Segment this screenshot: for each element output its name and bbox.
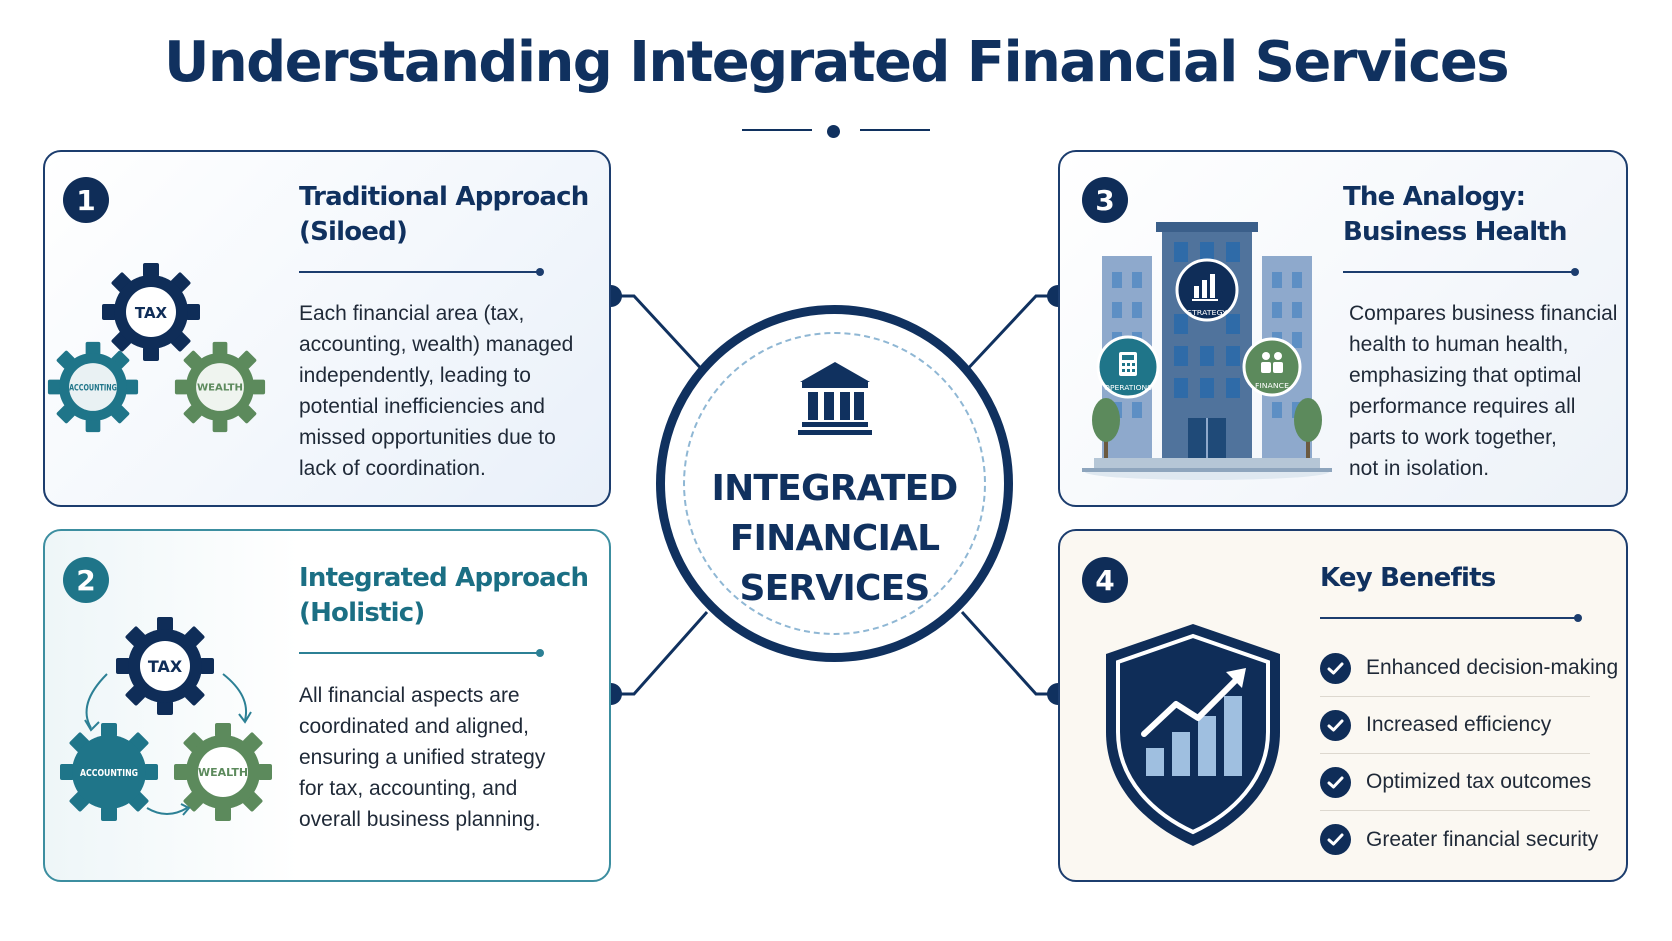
benefit-item: Optimized tax outcomes (1320, 754, 1592, 811)
wealth-gear-icon: WEALTH (174, 723, 272, 821)
integrated-approach-title: Integrated Approach (Holistic) (299, 563, 589, 628)
title-divider-right (860, 129, 930, 131)
traditional-approach-title: Traditional Approach (Siloed) (299, 182, 589, 247)
gear-label-tax: TAX (148, 657, 183, 676)
benefit-text: Greater financial security (1366, 827, 1599, 851)
tax-gear-icon: TAX (116, 617, 214, 715)
analogy-divider (1343, 268, 1579, 276)
gear-label-tax: TAX (135, 304, 168, 322)
connector-line-1 (611, 294, 709, 377)
title-divider-left (742, 129, 812, 131)
benefit-text: Increased efficiency (1366, 713, 1552, 736)
operations-label: OPERATIONS (1104, 384, 1153, 392)
siloed-gears-illustration: TAX ACCOUNTING WEALTH (47, 263, 266, 433)
checkmark-icon (1320, 652, 1351, 684)
hub-dashed-ring (683, 332, 986, 635)
integrated-approach-card (43, 529, 611, 882)
cycle-arrow-left-icon (85, 673, 108, 729)
accounting-gear-icon: ACCOUNTING (60, 723, 158, 821)
shield-growth-chart-icon (1106, 624, 1280, 846)
connector-line-4 (960, 610, 1058, 696)
gear-label-accounting: ACCOUNTING (80, 768, 138, 779)
cycle-arrow-bottom-icon (146, 807, 188, 815)
traditional-approach-description: Each financial area (tax, accounting, we… (299, 302, 574, 480)
tree-icon (1092, 398, 1120, 458)
benefit-item: Greater financial security (1320, 811, 1598, 868)
step-badge-2: 2 (63, 557, 109, 603)
title-divider-dot (827, 125, 840, 138)
page-title: Understanding Integrated Financial Servi… (164, 30, 1510, 95)
gear-label-accounting: ACCOUNTING (69, 383, 117, 394)
analogy-description: Compares business financial health to hu… (1349, 302, 1618, 480)
integrated-approach-description: All financial aspects are coordinated an… (299, 684, 546, 831)
finance-label: FINANCE (1255, 382, 1289, 390)
connector-line-2 (611, 611, 709, 696)
analogy-title: The Analogy: Business Health (1343, 182, 1567, 247)
checkmark-icon (1320, 709, 1351, 741)
checkmark-icon (1320, 766, 1351, 798)
integrated-approach-divider (299, 649, 544, 657)
accounting-gear-icon: ACCOUNTING (47, 341, 139, 433)
connector-line-3 (960, 294, 1058, 377)
strategy-chart-icon: STRATEGY (1175, 258, 1239, 322)
office-building-illustration: STRATEGY OPERATIONS FINANCE (1082, 222, 1332, 480)
tree-icon (1294, 398, 1322, 458)
step-badge-3: 3 (1082, 177, 1128, 223)
integrated-services-hub: INTEGRATED FINANCIAL SERVICES (656, 305, 1013, 662)
key-benefits-divider (1320, 614, 1582, 622)
hub-label: INTEGRATED FINANCIAL SERVICES (711, 468, 958, 609)
benefits-list: Enhanced decision-making Increased effic… (1320, 640, 1618, 868)
step-badge-4: 4 (1082, 557, 1128, 603)
operations-calculator-icon: OPERATIONS (1096, 335, 1160, 399)
strategy-label: STRATEGY (1187, 309, 1228, 317)
step-badge-1: 1 (63, 177, 109, 223)
benefit-item: Enhanced decision-making (1320, 640, 1618, 697)
benefit-text: Optimized tax outcomes (1366, 770, 1592, 793)
wealth-gear-icon: WEALTH (174, 341, 266, 433)
integrated-gears-illustration: TAX ACCOUNTING WEALTH (60, 617, 272, 821)
tax-gear-icon: TAX (102, 263, 200, 361)
benefit-text: Enhanced decision-making (1366, 656, 1619, 679)
cycle-arrow-right-icon (222, 673, 247, 721)
key-benefits-title: Key Benefits (1320, 563, 1496, 593)
checkmark-icon (1320, 824, 1351, 855)
business-health-analogy-card (1058, 150, 1628, 507)
bank-building-icon (798, 362, 872, 435)
finance-people-icon: FINANCE (1242, 337, 1302, 397)
gear-label-wealth: WEALTH (198, 766, 248, 779)
gear-label-wealth: WEALTH (197, 383, 243, 394)
traditional-approach-divider (299, 268, 544, 276)
benefit-item: Increased efficiency (1320, 697, 1590, 754)
